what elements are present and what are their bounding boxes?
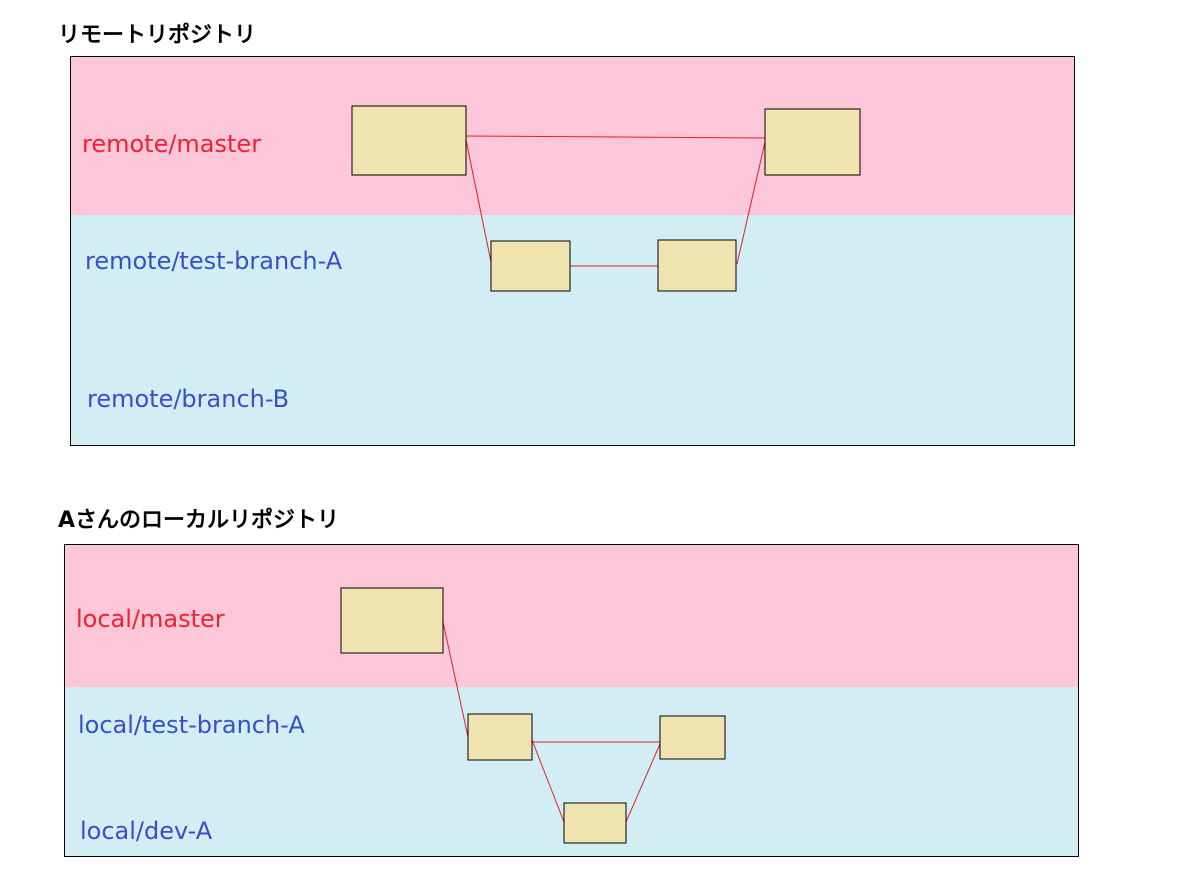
commit-local-test-branch-a-1 <box>467 713 533 761</box>
commit-remote-test-branch-a-2 <box>657 239 737 292</box>
edge-local-master-1-to-test-a-1 <box>442 621 469 738</box>
edge-local-test-a-1-to-dev-a-1 <box>531 739 565 823</box>
remote-test-branch-a-label: remote/test-branch-A <box>85 247 343 275</box>
commit-local-dev-a-1 <box>563 802 627 844</box>
remote-edges <box>465 135 766 267</box>
commit-local-master-1 <box>340 587 444 654</box>
remote-repository-frame <box>70 56 1075 446</box>
commit-remote-master-2 <box>764 108 861 176</box>
remote-master-label: remote/master <box>82 130 262 158</box>
edge-remote-test-a-2-to-master-2 <box>736 141 766 265</box>
local-commits <box>340 587 726 844</box>
local-master-label: local/master <box>76 605 225 633</box>
remote-repository-title: リモートリポジトリ <box>58 23 257 48</box>
local-edges <box>442 621 661 823</box>
local-dev-a-label: local/dev-A <box>80 817 213 845</box>
commit-remote-master-1 <box>351 105 467 176</box>
remote-master-lane <box>71 57 1074 215</box>
commit-local-test-branch-a-2 <box>659 715 726 760</box>
local-test-branch-a-label: local/test-branch-A <box>78 711 305 739</box>
remote-branch-b-label: remote/branch-B <box>87 385 290 413</box>
local-master-lane <box>65 545 1078 687</box>
edge-remote-master-1-to-master-2 <box>465 135 766 139</box>
edge-local-dev-a-1-to-test-a-2 <box>625 743 661 823</box>
local-repository-title: Aさんのローカルリポジトリ <box>58 508 340 533</box>
remote-commits <box>351 105 861 292</box>
commit-remote-test-branch-a-1 <box>490 240 571 292</box>
edge-remote-master-1-to-test-a-1 <box>465 139 492 263</box>
